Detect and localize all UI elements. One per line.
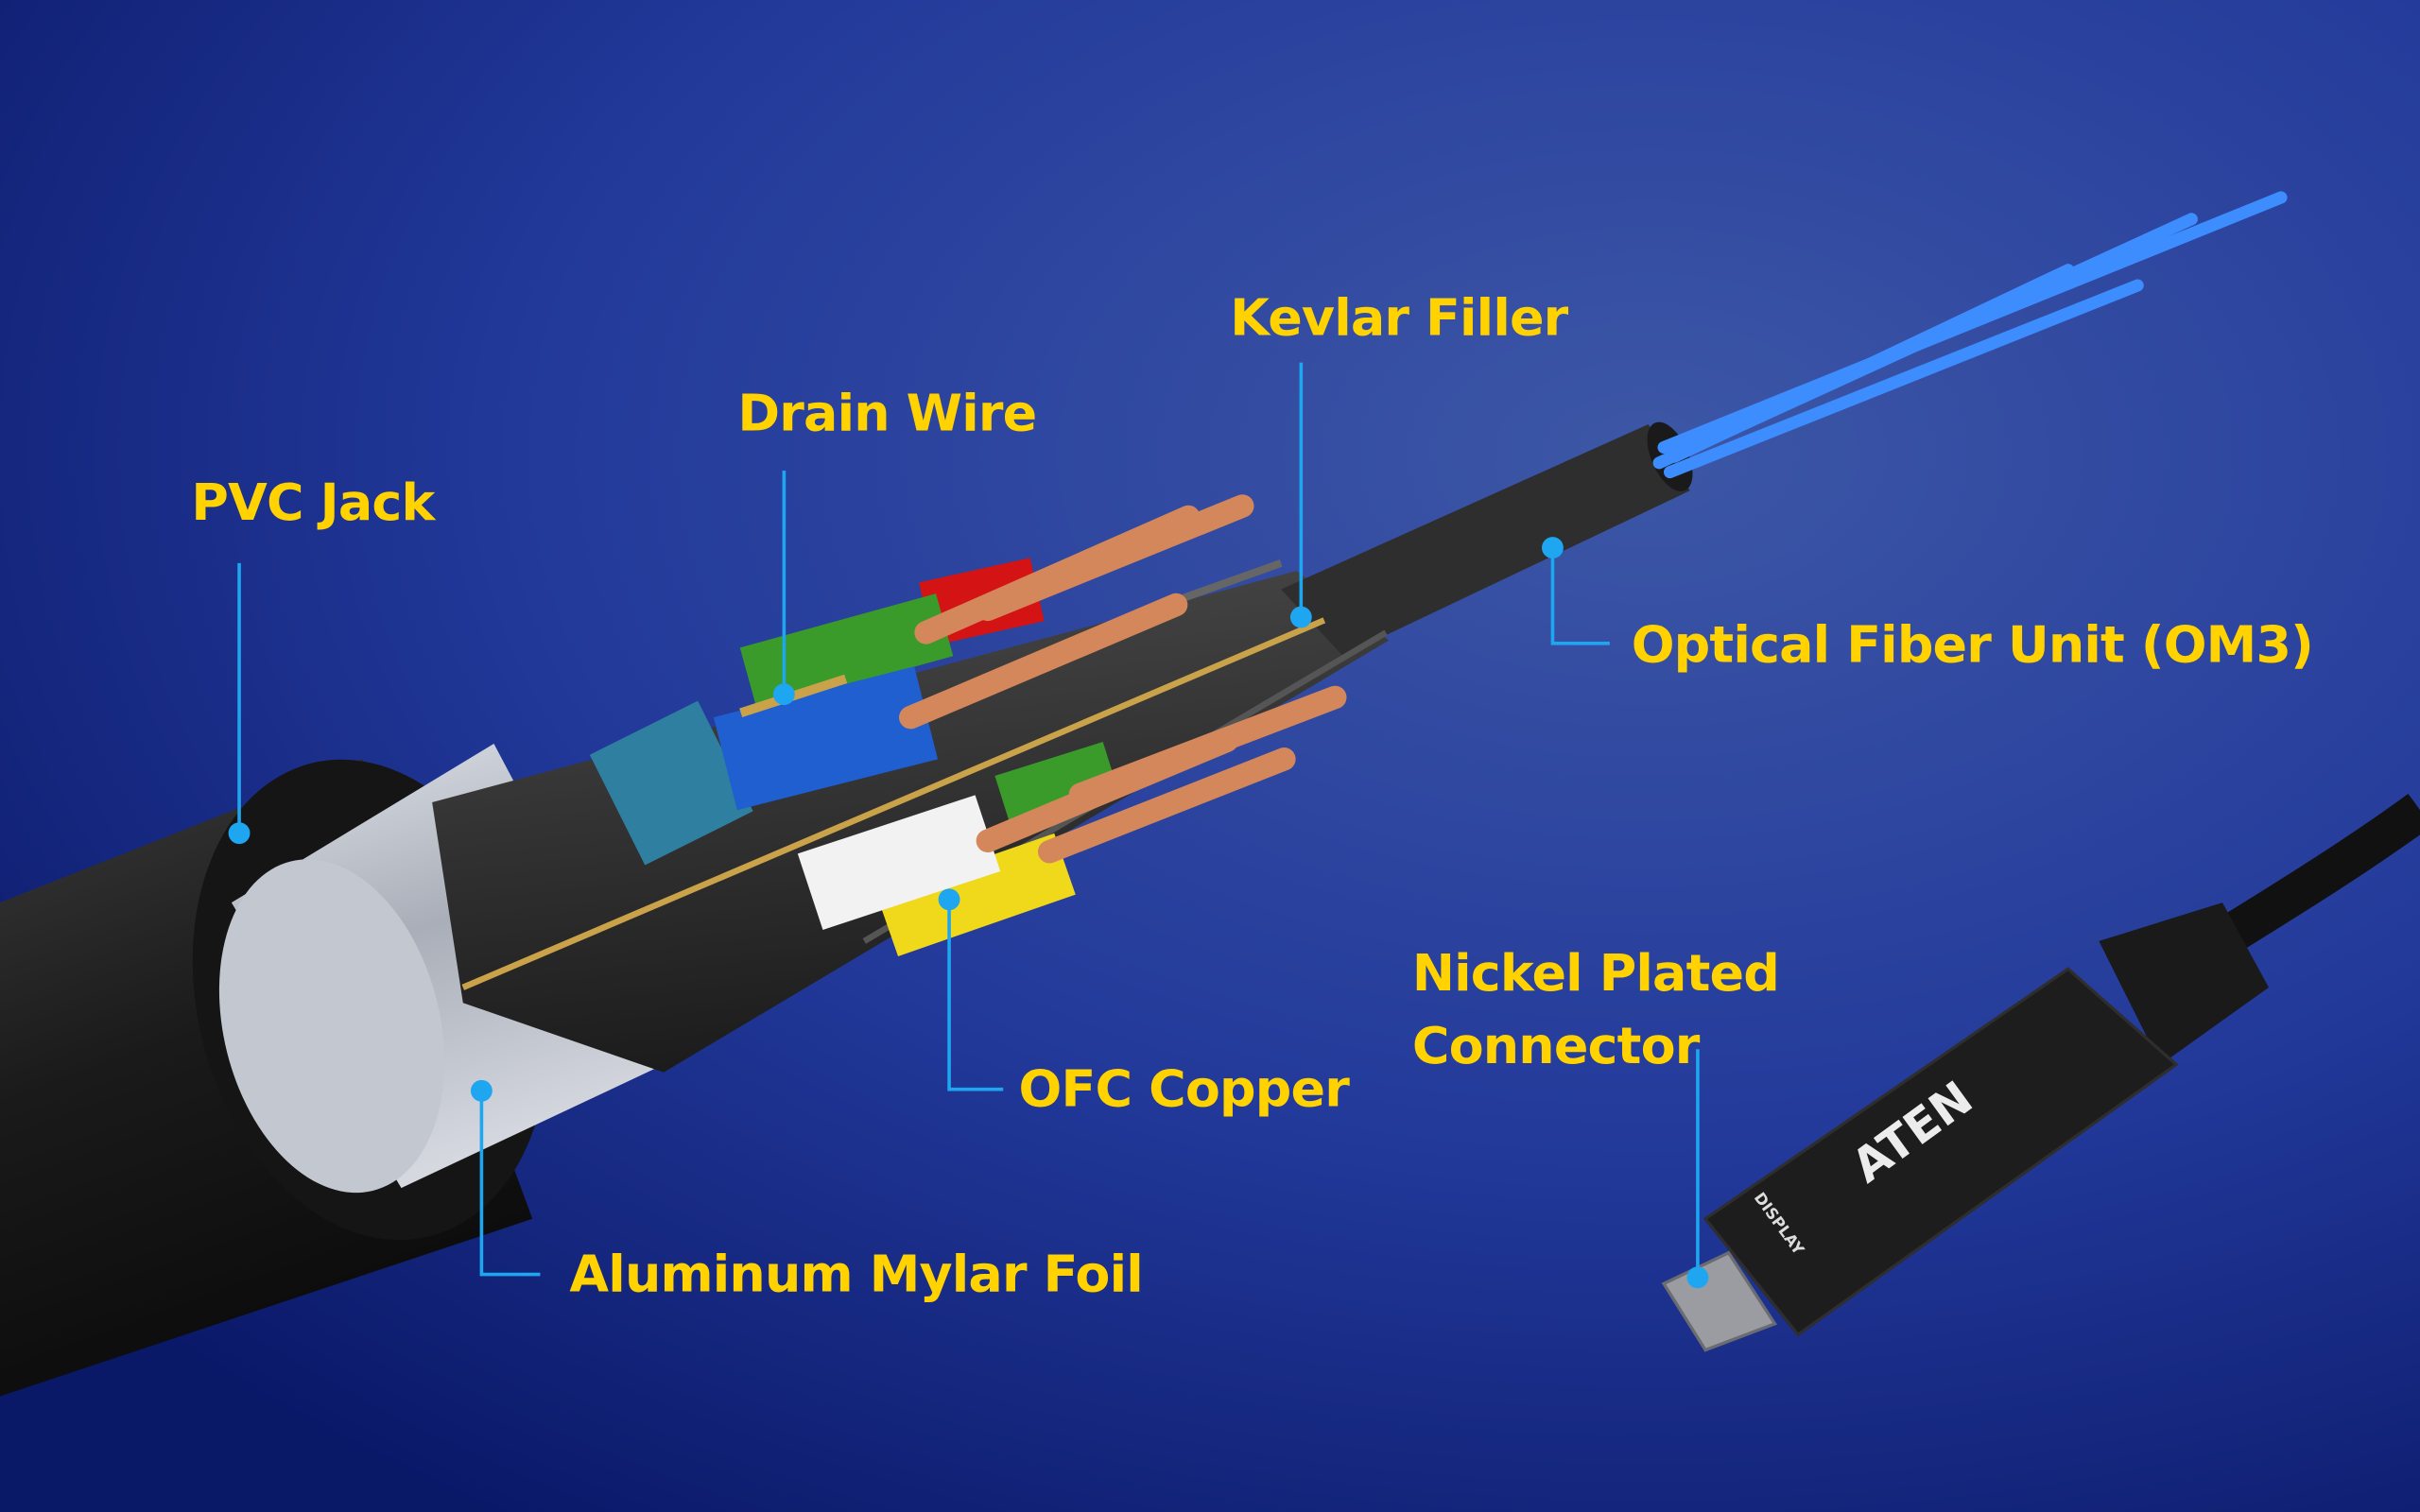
label-drain-wire: Drain Wire — [737, 384, 1036, 443]
optical-fibers — [1652, 191, 2288, 479]
label-ofc-copper: OFC Copper — [1019, 1059, 1351, 1119]
label-pvc-jack: PVC Jack — [191, 472, 436, 532]
strain-relief — [2099, 902, 2269, 1065]
leader-kevlar-filler — [1289, 362, 1312, 628]
kevlar-filler — [461, 617, 1326, 990]
label-optical-fiber-unit: Optical Fiber Unit (OM3) — [1632, 614, 2313, 674]
leader-ofc-copper — [938, 888, 1004, 1091]
leader-pvc-jack — [228, 562, 251, 845]
cable-cutaway — [0, 191, 2288, 1397]
ofc-copper-conductors — [899, 494, 1347, 864]
leader-drain-wire — [772, 470, 795, 706]
optical-fiber-tube — [1281, 423, 1690, 656]
connector-body — [1703, 967, 2179, 1337]
aluminum-foil-end — [218, 859, 445, 1194]
filler-strand — [1171, 559, 1283, 606]
label-aluminum-mylar-foil: Aluminum Mylar Foil — [569, 1245, 1142, 1304]
leader-aluminum-foil — [470, 1079, 541, 1277]
leader-connector — [1686, 1049, 1709, 1289]
leader-lines — [228, 362, 1709, 1289]
label-nickel-plated-line2: Connector — [1412, 1016, 1701, 1075]
insulated-wires — [589, 558, 1120, 956]
label-nickel-plated-line1: Nickel Plated — [1412, 943, 1779, 1003]
label-kevlar-filler: Kevlar Filler — [1230, 287, 1568, 347]
leader-optical-fiber-unit — [1542, 537, 1610, 645]
